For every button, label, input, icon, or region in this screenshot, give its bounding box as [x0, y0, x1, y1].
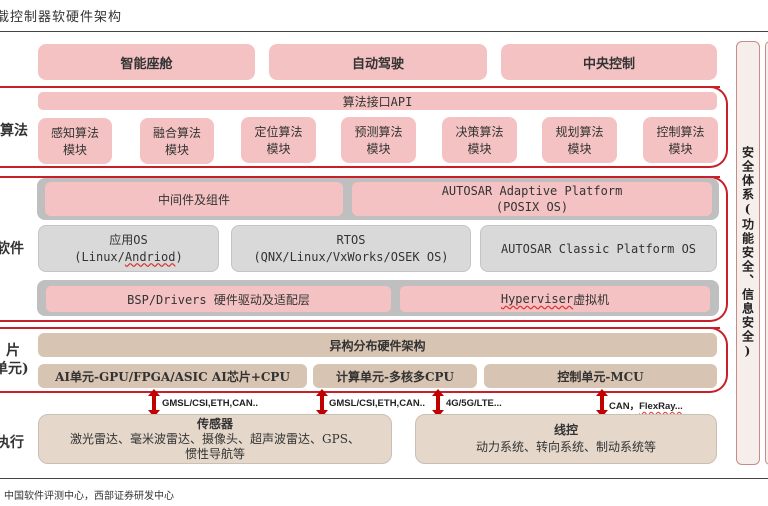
- module-label: 决策算法: [455, 125, 504, 139]
- algorithm-layer-frame: [0, 86, 728, 168]
- diagram-title: 载控制器软硬件架构: [0, 10, 123, 25]
- algorithm-layer-label: 算法: [0, 123, 28, 139]
- security-system-label: 安全体系(功能安全、信息安全): [740, 146, 755, 360]
- autosar-adaptive-subtitle: (POSIX OS): [495, 200, 569, 214]
- module-label: 模块: [668, 142, 693, 156]
- hypervisor-name: Hyperviser: [500, 292, 574, 306]
- hardware-layer-label-line1: 片: [6, 343, 20, 359]
- module-label: 模块: [62, 143, 87, 157]
- link-label-sensor-compute: GMSL/CSI,ETH,CAN..: [329, 398, 426, 409]
- algo-module-fusion: 融合算法 模块: [140, 118, 214, 164]
- by-wire-block: 线控 动力系统、转向系统、制动系统等: [415, 414, 717, 464]
- algo-module-localization: 定位算法 模块: [241, 117, 316, 163]
- compute-unit: 计算单元-多核多CPU: [313, 364, 477, 388]
- algo-module-planning: 规划算法 模块: [542, 117, 617, 163]
- module-label: 定位算法: [254, 125, 303, 139]
- software-layer-frame: [0, 176, 728, 322]
- module-label: 融合算法: [152, 126, 201, 140]
- algo-module-perception: 感知算法 模块: [38, 118, 112, 164]
- autosar-classic-platform: AUTOSAR Classic Platform OS: [480, 225, 717, 272]
- link-label-sensor-ai: GMSL/CSI,ETH,CAN..: [162, 398, 259, 409]
- title-divider: [0, 31, 768, 32]
- app-smart-cockpit: 智能座舱: [38, 44, 255, 80]
- footer-divider: [0, 478, 768, 479]
- middleware-components: 中间件及组件: [45, 182, 343, 216]
- app-os-android: Andriod: [124, 249, 176, 264]
- module-label: 模块: [164, 143, 189, 157]
- bsp-drivers: BSP/Drivers 硬件驱动及适配层: [46, 286, 391, 312]
- link-label-flexray: FlexRay...: [639, 401, 683, 412]
- software-layer-label: 软件: [0, 241, 24, 257]
- app-os-title: 应用OS: [109, 232, 148, 247]
- rtos-subtitle: (QNX/Linux/VxWorks/OSEK OS): [253, 249, 449, 264]
- execution-layer-label: 执行: [0, 435, 24, 451]
- app-os-suffix: ): [175, 249, 183, 264]
- heterogeneous-hardware-architecture: 异构分布硬件架构: [38, 333, 717, 357]
- sensors-list-line2: 惯性导航等: [184, 446, 245, 461]
- link-label-control-bus: CAN，FlexRay...: [609, 398, 683, 412]
- hypervisor: Hyperviser 虚拟机: [400, 286, 710, 312]
- ai-unit: AI单元-GPU/FPGA/ASIC AI芯片+CPU: [38, 364, 307, 388]
- algorithm-api-bar: 算法接口API: [38, 92, 717, 110]
- algo-module-decision: 决策算法 模块: [442, 117, 517, 163]
- app-autonomous-driving: 自动驾驶: [269, 44, 487, 80]
- by-wire-title: 线控: [553, 423, 578, 437]
- app-os-prefix: (Linux/: [74, 249, 125, 264]
- control-unit: 控制单元-MCU: [484, 364, 717, 388]
- sensors-block: 传感器 激光雷达、毫米波雷达、摄像头、超声波雷达、GPS、 惯性导航等: [38, 414, 392, 464]
- double-arrow-icon: [432, 389, 444, 417]
- app-os-subtitle: (Linux/Andriod): [74, 249, 182, 266]
- by-wire-systems: 动力系统、转向系统、制动系统等: [475, 440, 656, 454]
- module-label: 预测算法: [354, 125, 403, 139]
- app-central-control: 中央控制: [501, 44, 717, 80]
- module-label: 感知算法: [50, 126, 99, 140]
- security-system-column: 安全体系(功能安全、信息安全): [736, 41, 760, 465]
- module-label: 模块: [467, 142, 492, 156]
- hardware-layer-frame: [0, 327, 728, 393]
- module-label: 模块: [366, 142, 391, 156]
- autosar-adaptive-title: AUTOSAR Adaptive Platform: [441, 184, 623, 198]
- hardware-layer-label-line2: 单元): [0, 361, 29, 377]
- hypervisor-suffix: 虚拟机: [573, 292, 610, 307]
- module-label: 控制算法: [656, 125, 705, 139]
- double-arrow-icon: [148, 389, 160, 417]
- source-note: 中国软件评测中心，西部证券研发中心: [4, 491, 174, 502]
- sensors-title: 传感器: [196, 416, 233, 431]
- algo-module-prediction: 预测算法 模块: [341, 117, 416, 163]
- link-label-wireless: 4G/5G/LTE...: [446, 398, 502, 409]
- application-os: 应用OS (Linux/Andriod): [38, 225, 219, 272]
- module-label: 规划算法: [555, 125, 604, 139]
- double-arrow-icon: [316, 389, 328, 417]
- double-arrow-icon: [596, 389, 608, 417]
- module-label: 模块: [567, 142, 592, 156]
- autosar-adaptive-platform: AUTOSAR Adaptive Platform (POSIX OS): [352, 182, 712, 216]
- module-label: 模块: [266, 142, 291, 156]
- sensors-list-line1: 激光雷达、毫米波雷达、摄像头、超声波雷达、GPS、: [70, 431, 360, 446]
- rtos-title: RTOS: [336, 232, 366, 247]
- rtos: RTOS (QNX/Linux/VxWorks/OSEK OS): [231, 225, 471, 272]
- algo-module-control: 控制算法 模块: [643, 117, 718, 163]
- link-label-can: CAN，: [609, 401, 640, 412]
